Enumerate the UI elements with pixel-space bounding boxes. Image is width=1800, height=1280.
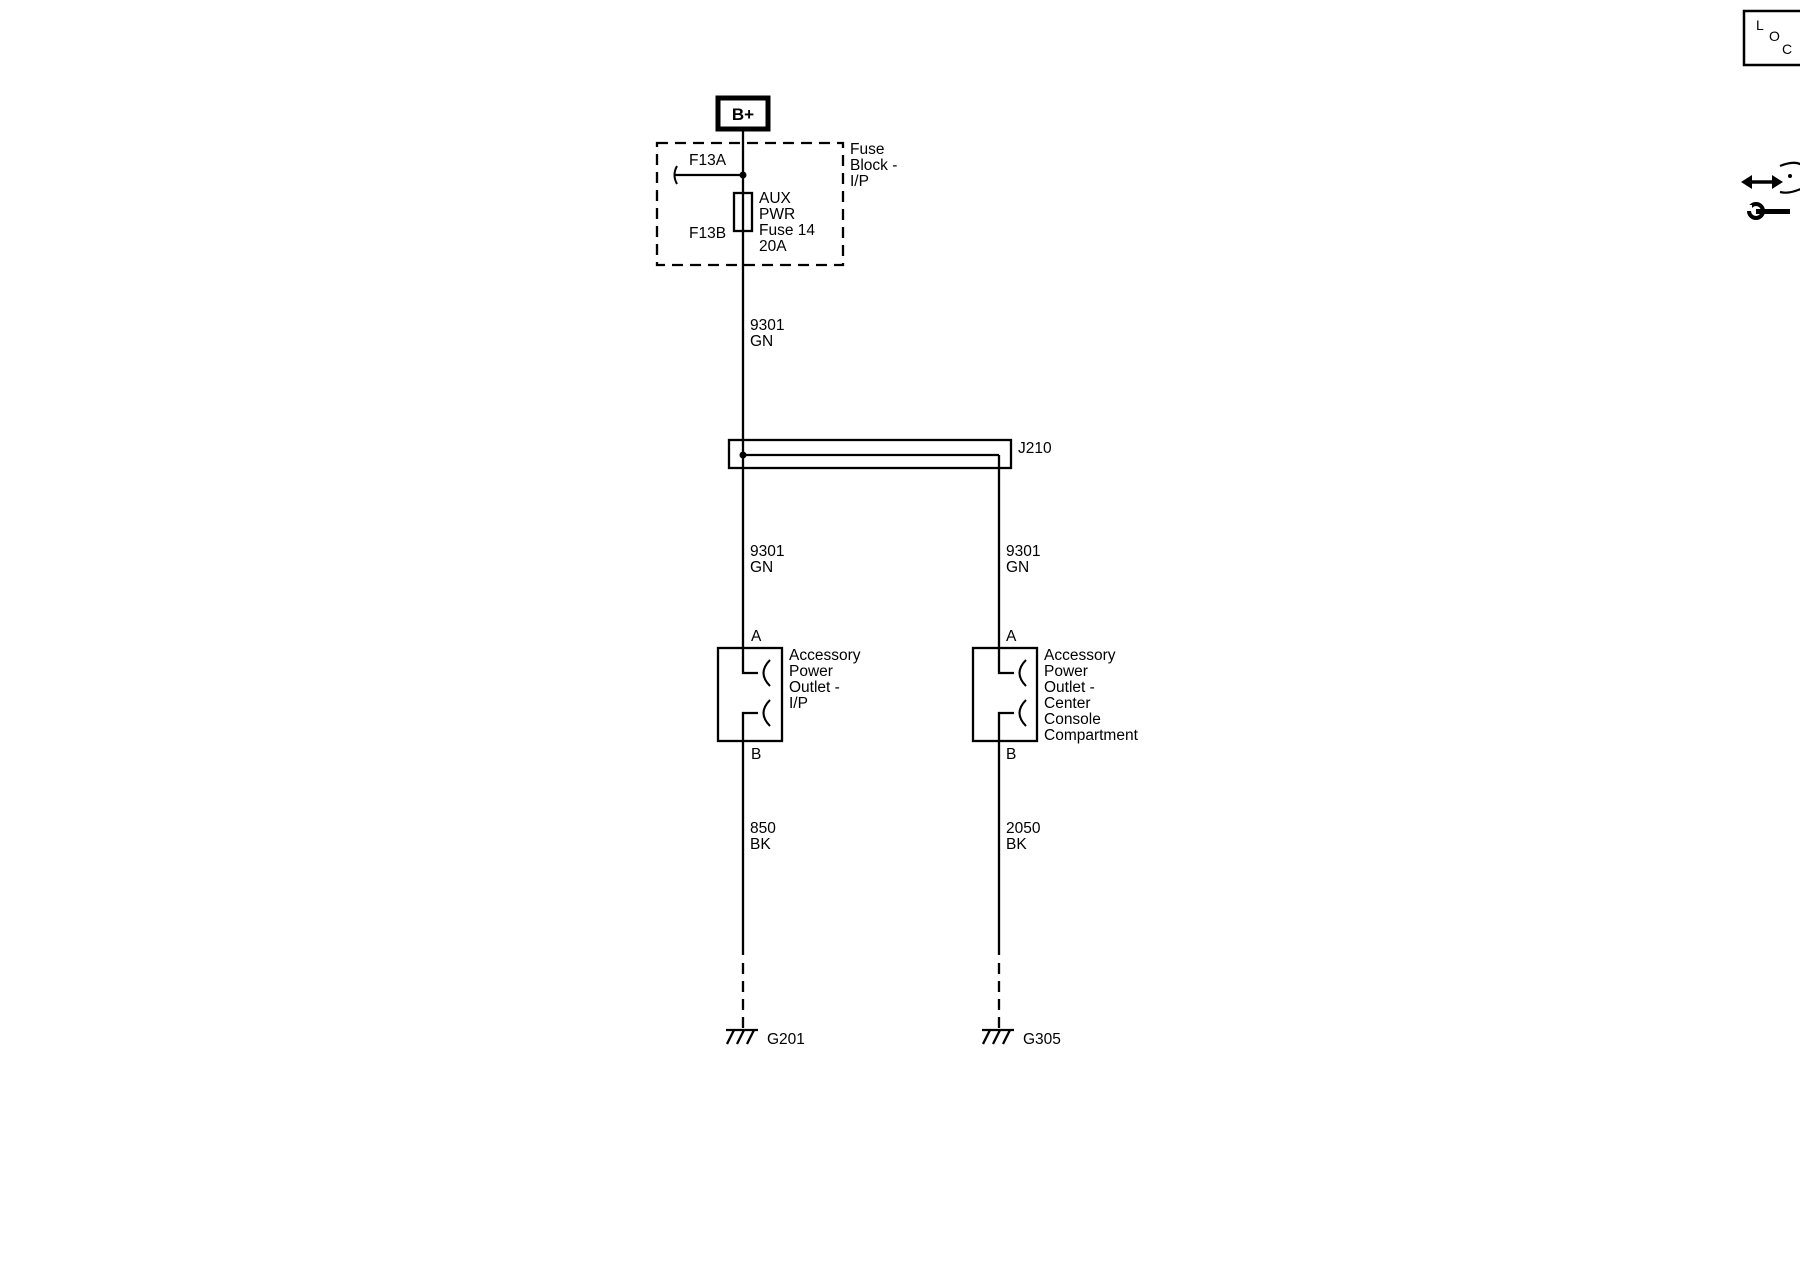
ground-wire-left-color: BK: [750, 836, 771, 853]
outlet-console-name-1: Accessory: [1044, 647, 1116, 664]
outlet-ip-body: [716, 646, 784, 743]
wire-main-circuit: 9301: [750, 317, 784, 334]
ground-wire-left: 850 BK: [741, 741, 776, 1028]
outlet-ip-pin-a: A: [751, 628, 762, 645]
ground-symbol-icon: [725, 1028, 758, 1045]
wrench-icon[interactable]: [1745, 202, 1790, 220]
ground-wire-left-circuit: 850: [750, 820, 776, 837]
wire-left: 9301 GN: [741, 455, 784, 648]
outlet-console-name-3: Outlet -: [1044, 679, 1095, 696]
ground-wire-right: 2050 BK: [997, 741, 1041, 1028]
fuse-block-boundary: [655, 141, 845, 267]
wire-right: 9301 GN: [997, 455, 1040, 648]
wire-main-color: GN: [750, 333, 773, 350]
outlet-console-name-6: Compartment: [1044, 727, 1139, 744]
fuse-block-name-line-2: Block -: [850, 157, 897, 174]
fuse-terminal-f13b: F13B: [689, 225, 726, 242]
fuse-terminal-f13a: F13A: [689, 152, 727, 169]
fuse-label-line-3: Fuse 14: [759, 222, 815, 239]
battery-label: B+: [732, 105, 754, 124]
loc-letter-c: C: [1782, 41, 1792, 57]
outlet-console-name-4: Center: [1044, 695, 1091, 712]
outlet-console-name-5: Console: [1044, 711, 1101, 728]
ground-wire-right-circuit: 2050: [1006, 820, 1041, 837]
fuse-label-line-2: PWR: [759, 206, 795, 223]
splice-pack-body: [727, 438, 1013, 470]
wire-main: 9301 GN: [741, 231, 784, 455]
ground-g305: G305: [981, 1028, 1061, 1048]
outlet-ip-pin-b: B: [751, 746, 761, 763]
outlet-console: A B Accessory Power Outlet - Center Cons…: [971, 628, 1139, 763]
fuse-block: Fuse Block - I/P F13A F13B AUX PWR Fuse …: [655, 129, 897, 267]
outlet-console-body: [971, 646, 1039, 743]
outlet-console-pin-b: B: [1006, 746, 1016, 763]
outlet-console-pin-a: A: [1006, 628, 1017, 645]
splice-pack-j210: J210: [727, 438, 1052, 470]
fuse-label-line-1: AUX: [759, 190, 792, 207]
fuse-splice-dot: [739, 171, 747, 179]
outlet-ip-name-4: I/P: [789, 695, 808, 712]
fuse-block-name-line-1: Fuse: [850, 141, 884, 158]
outlet-ip-name-1: Accessory: [789, 647, 861, 664]
ground-g305-label: G305: [1023, 1031, 1061, 1048]
ground-symbol-icon: [981, 1028, 1014, 1045]
wire-left-color: GN: [750, 559, 773, 576]
connector-pinout-icon[interactable]: [1741, 161, 1800, 194]
ground-wire-right-color: BK: [1006, 836, 1027, 853]
fuse-label-line-4: 20A: [759, 238, 787, 255]
ground-g201: G201: [725, 1028, 805, 1048]
battery-supply: B+: [715, 95, 771, 132]
loc-letter-l: L: [1756, 17, 1764, 33]
loc-icon[interactable]: L O C: [1742, 9, 1800, 67]
outlet-ip-name-2: Power: [789, 663, 833, 680]
wire-left-circuit: 9301: [750, 543, 784, 560]
wire-right-color: GN: [1006, 559, 1029, 576]
ground-g201-label: G201: [767, 1031, 805, 1048]
loc-letter-o: O: [1769, 28, 1780, 44]
splice-label: J210: [1018, 440, 1052, 457]
fuse-block-name-line-3: I/P: [850, 173, 869, 190]
outlet-ip: A B Accessory Power Outlet - I/P: [716, 628, 861, 763]
outlet-ip-name-3: Outlet -: [789, 679, 840, 696]
outlet-console-name-2: Power: [1044, 663, 1088, 680]
wire-right-circuit: 9301: [1006, 543, 1040, 560]
